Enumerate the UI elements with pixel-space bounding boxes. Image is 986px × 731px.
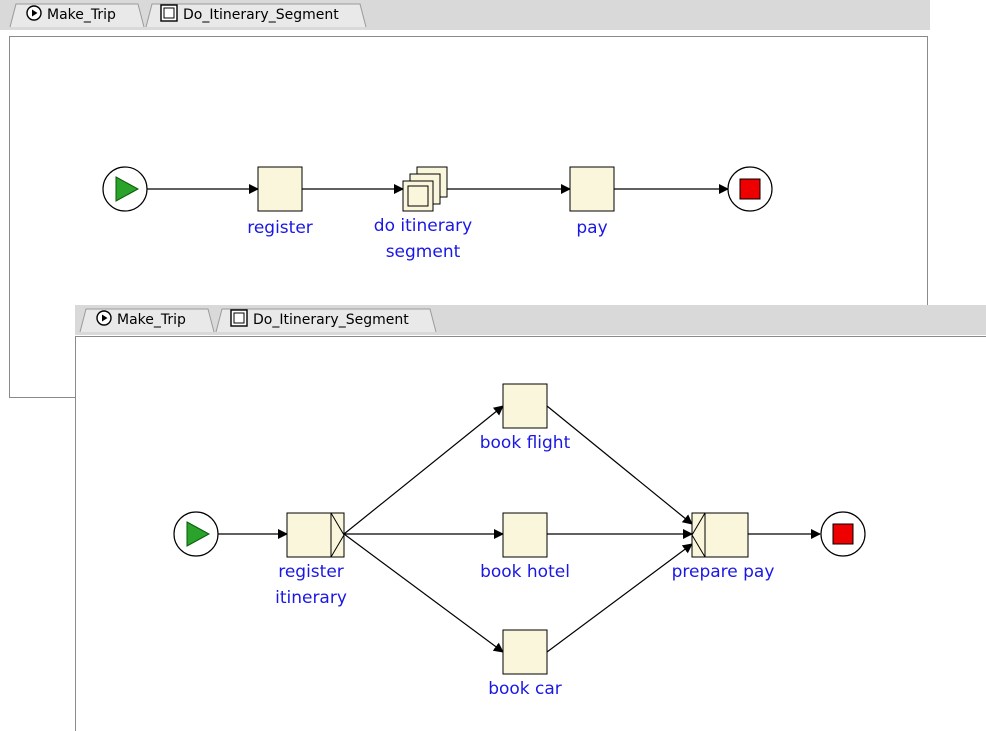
start-event-2[interactable] [173, 511, 219, 557]
task-pay[interactable] [569, 166, 615, 212]
task-book-flight[interactable] [502, 383, 548, 429]
task-register-itinerary-label-line1: register [278, 562, 344, 582]
end-event-2[interactable] [820, 511, 866, 557]
task-book-car-label: book car [488, 679, 562, 699]
tab-do-itinerary-2-outline [215, 308, 437, 333]
tab-do-itinerary-label: Do_Itinerary_Segment [183, 7, 339, 23]
tab-do-itinerary-2-label: Do_Itinerary_Segment [253, 312, 409, 328]
task-register-itinerary[interactable] [286, 512, 345, 558]
composite-task-label-line2: segment [386, 242, 461, 262]
edge-bookflight-preparepay [546, 405, 693, 525]
tab-do-itinerary-outline [145, 3, 367, 28]
bottom-process-diagram: register itinerary book flight book hote… [173, 383, 866, 699]
top-process-diagram: register do itinerary segment pay [102, 166, 773, 262]
task-book-car[interactable] [502, 629, 548, 675]
task-book-hotel-label: book hotel [480, 562, 570, 582]
composite-task-label-line1: do itinerary [374, 216, 472, 236]
top-tab-bar: Make_Trip Do_Itinerary_Segment [0, 0, 930, 30]
edge-bookcar-preparepay [546, 543, 693, 653]
tab-do-itinerary-segment[interactable]: Do_Itinerary_Segment [145, 3, 376, 28]
bottom-tab-bar: Make_Trip Do_Itinerary_Segment [75, 305, 986, 335]
tab-make-trip-2-label: Make_Trip [117, 312, 186, 328]
tab-do-itinerary-segment-2[interactable]: Do_Itinerary_Segment [215, 308, 446, 333]
task-book-hotel[interactable] [502, 512, 548, 558]
bottom-window: Make_Trip Do_Itinerary_Segment [75, 305, 986, 731]
tab-make-trip-2-outline [79, 308, 215, 333]
play-circle-icon [96, 310, 112, 330]
task-register-label: register [247, 218, 313, 238]
tab-make-trip[interactable]: Make_Trip [9, 3, 150, 28]
task-register-itinerary-label-line2: itinerary [275, 588, 347, 608]
bottom-canvas: register itinerary book flight book hote… [75, 336, 986, 731]
tab-make-trip-2[interactable]: Make_Trip [79, 308, 220, 333]
edge-register-bookflight [343, 405, 504, 535]
task-register[interactable] [257, 166, 303, 212]
composite-task-do-itinerary-segment[interactable] [402, 166, 448, 212]
tab-make-trip-outline [9, 3, 145, 28]
tab-make-trip-label: Make_Trip [47, 7, 116, 23]
task-pay-label: pay [576, 218, 607, 238]
task-book-flight-label: book flight [480, 433, 571, 453]
square-icon [160, 4, 178, 26]
task-prepare-pay[interactable] [691, 512, 749, 558]
square-icon [230, 309, 248, 331]
start-event[interactable] [102, 166, 148, 212]
end-event[interactable] [727, 166, 773, 212]
play-circle-icon [26, 5, 42, 25]
edge-register-bookcar [343, 533, 504, 653]
task-prepare-pay-label: prepare pay [672, 562, 775, 582]
